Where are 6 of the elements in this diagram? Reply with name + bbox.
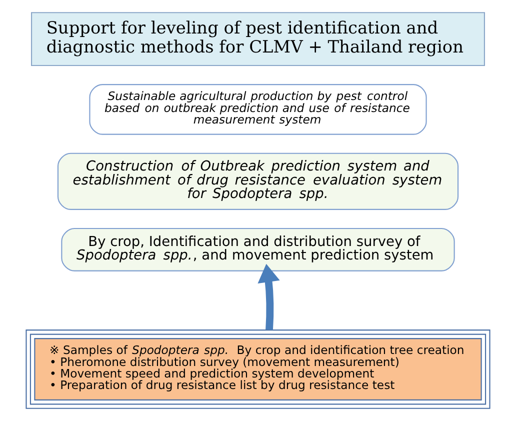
node-box: Construction of Outbreak prediction system and establishment of drug resistance evaluation system for Spodoptera spp. xyxy=(57,152,459,210)
node-box: Sustainable agricultural production by pest control based on outbreak prediction and use of resistance measurement system xyxy=(89,84,427,135)
arrow xyxy=(258,264,280,330)
node-box: Support for leveling of pest identification and diagnostic methods for CLMV + Thailand region xyxy=(31,12,485,66)
node-box: By crop, Identification and distribution survey of Spodoptera spp., and movement prediction system xyxy=(61,228,455,272)
node-box: ※ Samples of Spodoptera spp. By crop and identification tree creation • Pheromone distribution survey (movement measurement) • Movement speed and prediction system development • Preparation of drug resistance list by drug resistance test xyxy=(26,330,490,409)
